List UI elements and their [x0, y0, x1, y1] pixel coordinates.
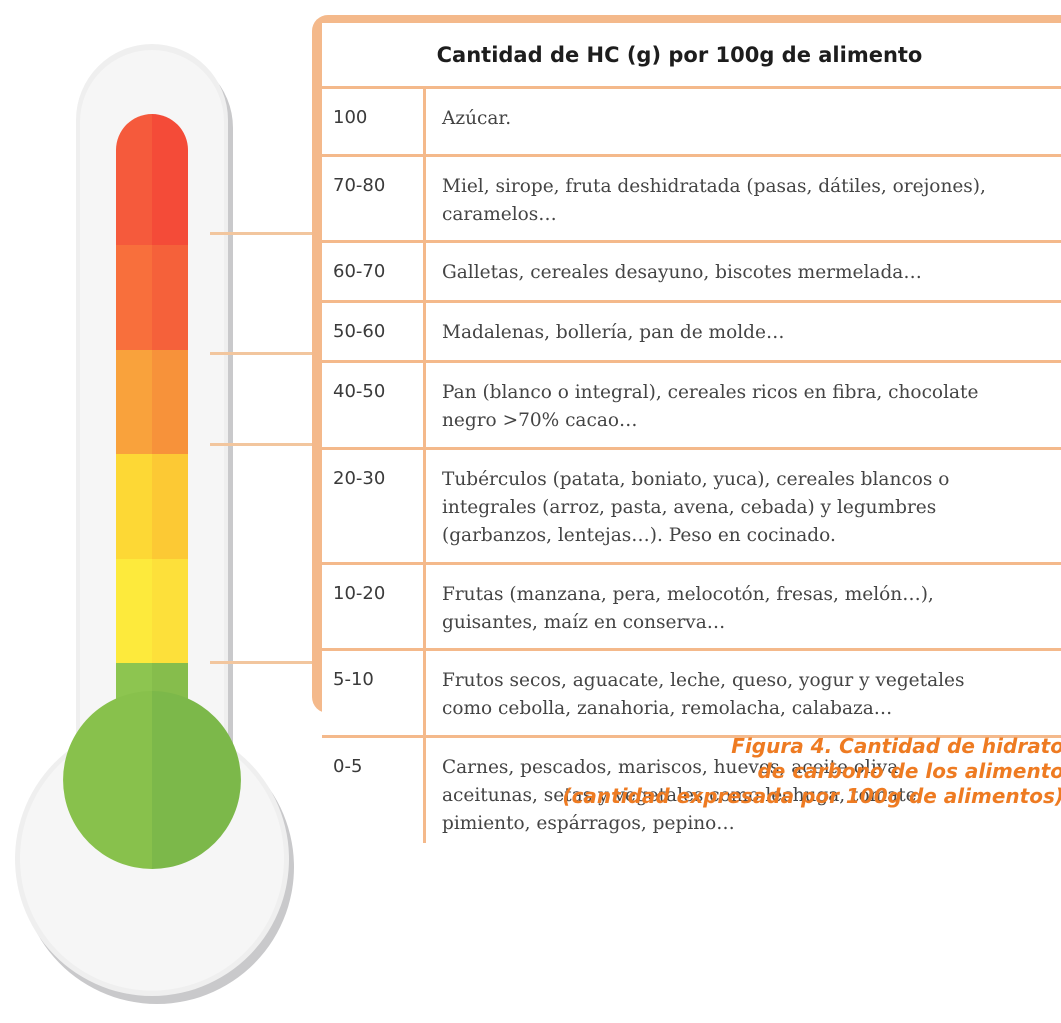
range-cell: 20-30 [322, 450, 426, 562]
connector-line [210, 661, 325, 664]
table-header: Cantidad de HC (g) por 100g de alimento [322, 23, 1061, 89]
range-cell: 10-20 [322, 565, 426, 648]
range-cell: 5-10 [322, 651, 426, 735]
thermometer-illustration [15, 44, 295, 1004]
table-row: 70-80 Miel, sirope, fruta deshidratada (… [322, 157, 1061, 243]
caption-line: de carbono de los alimento [757, 759, 1061, 783]
connector-line [210, 232, 325, 235]
connector-line [210, 443, 325, 446]
table-row: 0-5 Carnes, pescados, mariscos, huevos, … [322, 738, 1061, 843]
foods-cell: Frutas (manzana, pera, melocotón, fresas… [442, 584, 934, 633]
range-cell: 40-50 [322, 363, 426, 447]
table-row: 50-60 Madalenas, bollería, pan de molde… [322, 303, 1061, 363]
foods-cell: Frutos secos, aguacate, leche, queso, yo… [442, 670, 965, 719]
carb-table: Cantidad de HC (g) por 100g de alimento … [322, 23, 1061, 843]
range-cell: 50-60 [322, 303, 426, 360]
foods-cell: Tubérculos (patata, boniato, yuca), cere… [442, 469, 950, 546]
connector-line [210, 352, 325, 355]
figure-caption: Figura 4. Cantidad de hidrato de carbono… [504, 734, 1061, 809]
range-cell: 70-80 [322, 157, 426, 240]
table-row: 5-10 Frutos secos, aguacate, leche, ques… [322, 651, 1061, 738]
table-row: 100 Azúcar. [322, 89, 1061, 157]
caption-line: (cantidad expresada por 100g de alimento… [562, 784, 1061, 808]
table-row: 40-50 Pan (blanco o integral), cereales … [322, 363, 1061, 450]
foods-cell: Azúcar. [442, 108, 512, 129]
foods-cell: Miel, sirope, fruta deshidratada (pasas,… [442, 176, 986, 225]
foods-cell: Carnes, pescados, mariscos, huevos, acei… [442, 757, 923, 834]
table-row: 20-30 Tubérculos (patata, boniato, yuca)… [322, 450, 1061, 565]
foods-cell: Galletas, cereales desayuno, biscotes me… [442, 262, 922, 283]
range-cell: 100 [322, 89, 426, 154]
foods-cell: Pan (blanco o integral), cereales ricos … [442, 382, 979, 431]
table-row: 10-20 Frutas (manzana, pera, melocotón, … [322, 565, 1061, 651]
thermometer-bulb [63, 691, 241, 869]
table-row: 60-70 Galletas, cereales desayuno, bisco… [322, 243, 1061, 303]
foods-cell: Madalenas, bollería, pan de molde… [442, 322, 785, 343]
caption-line: Figura 4. Cantidad de hidrato [731, 734, 1061, 758]
range-cell: 0-5 [322, 738, 426, 843]
range-cell: 60-70 [322, 243, 426, 300]
